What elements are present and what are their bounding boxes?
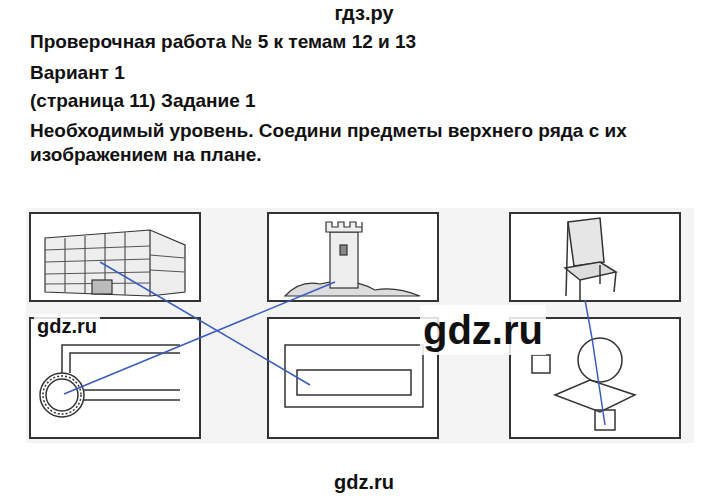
variant-line: Вариант 1 [30, 61, 690, 85]
answer-lines [64, 262, 605, 425]
worksheet-title: Проверочная работа № 5 к темам 12 и 13 [30, 30, 690, 54]
site-footer: gdz.ru [4, 470, 720, 495]
chair-plan [532, 338, 635, 430]
page-task-line: (страница 11) Задание 1 [30, 89, 690, 113]
watermark: gdz.ru [420, 305, 546, 355]
watermark: gdz.ru [34, 314, 100, 339]
task-instruction: Необходимый уровень. Соедини предметы ве… [30, 119, 670, 167]
chair-picture [565, 218, 616, 300]
site-header: гдз.ру [4, 1, 720, 26]
picture-ground [26, 208, 694, 443]
tower-plan [40, 345, 180, 417]
building-picture [45, 230, 185, 296]
building-plan [285, 345, 423, 407]
picture-frames [30, 213, 680, 438]
tower-picture [285, 222, 420, 296]
